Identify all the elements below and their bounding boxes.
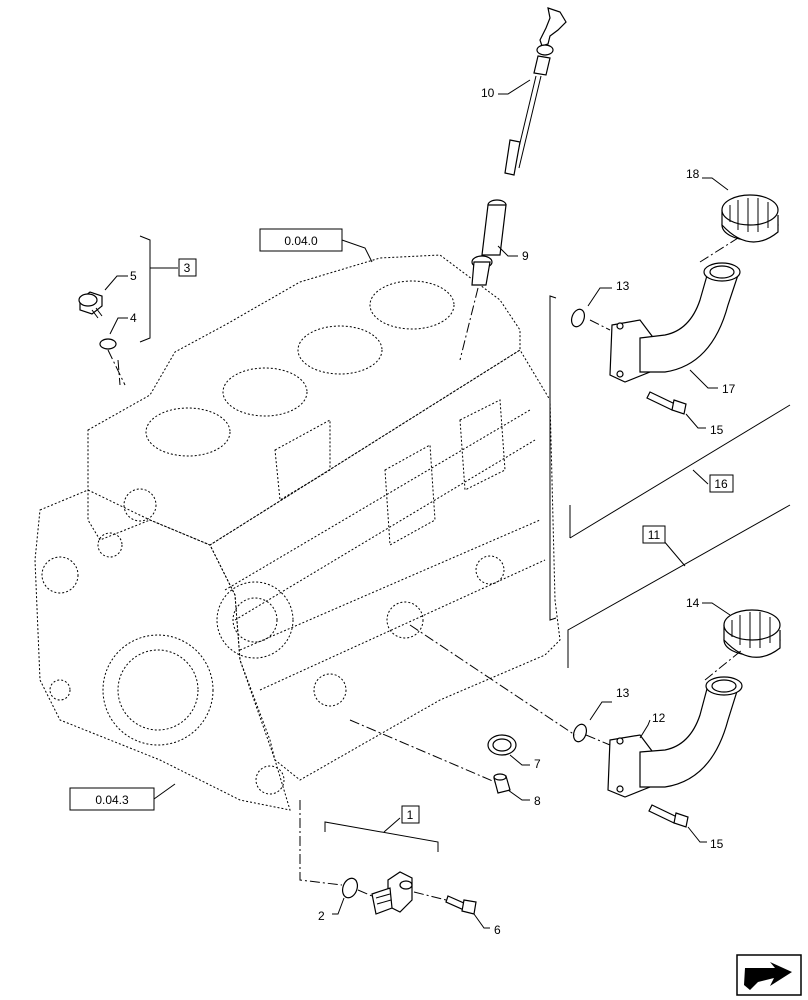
callout-11-box[interactable] <box>642 525 666 544</box>
svg-text:13: 13 <box>616 279 630 293</box>
svg-text:13: 13 <box>616 686 630 700</box>
callout-16-box[interactable] <box>709 474 734 493</box>
filler-cap-part-14[interactable]: 14 <box>686 596 781 658</box>
callout-3-box[interactable] <box>178 258 197 277</box>
group-3: 3 <box>139 235 197 343</box>
dipstick-part-10[interactable]: 10 <box>481 7 567 176</box>
svg-text:15: 15 <box>710 837 724 851</box>
svg-text:0.04.3: 0.04.3 <box>95 793 129 807</box>
svg-text:8: 8 <box>534 794 541 808</box>
ref-box-block-bottom[interactable]: 0.04.3 <box>69 783 176 811</box>
svg-text:4: 4 <box>130 311 137 325</box>
svg-text:1: 1 <box>407 808 414 822</box>
filler-cap-part-18[interactable]: 18 <box>686 167 779 243</box>
seal-part-7[interactable]: 7 <box>487 734 541 771</box>
svg-text:6: 6 <box>494 923 501 937</box>
o-ring-part-2[interactable]: 2 <box>318 876 360 923</box>
ref-box-block-top[interactable]: 0.04.0 <box>259 228 373 263</box>
callout-1-box[interactable] <box>401 805 420 824</box>
svg-text:3: 3 <box>184 261 191 275</box>
svg-text:2: 2 <box>318 909 325 923</box>
svg-text:12: 12 <box>652 711 666 725</box>
o-ring-part-13-upper[interactable]: 13 <box>569 279 630 329</box>
filler-neck-part-17[interactable]: 17 <box>609 262 741 396</box>
svg-text:18: 18 <box>686 167 700 181</box>
svg-text:14: 14 <box>686 596 700 610</box>
svg-text:10: 10 <box>481 86 495 100</box>
svg-text:5: 5 <box>130 269 137 283</box>
svg-text:9: 9 <box>522 249 529 263</box>
svg-text:16: 16 <box>714 477 728 491</box>
bolt-part-6[interactable]: 6 <box>445 895 501 937</box>
plug-part-8[interactable]: 8 <box>493 773 541 808</box>
svg-text:7: 7 <box>534 757 541 771</box>
bolt-part-15-lower[interactable]: 15 <box>648 804 724 851</box>
group-1: 1 <box>324 805 439 852</box>
svg-text:0.04.0: 0.04.0 <box>284 234 318 248</box>
drain-plug-part[interactable] <box>371 871 413 915</box>
plug-part-5[interactable]: 5 <box>78 269 137 319</box>
bolt-part-15-upper[interactable]: 15 <box>646 391 724 437</box>
o-ring-part-4[interactable]: 4 <box>99 311 137 350</box>
return-arrow-icon[interactable] <box>736 954 802 996</box>
svg-text:15: 15 <box>710 423 724 437</box>
engine-block <box>34 254 561 811</box>
group-16: 16 <box>549 295 791 621</box>
filler-neck-part-12[interactable]: 12 <box>607 676 743 798</box>
o-ring-part-13-lower[interactable]: 13 <box>571 686 630 744</box>
group-11: 11 <box>567 504 791 668</box>
svg-text:11: 11 <box>648 528 661 542</box>
dipstick-tube-part-9[interactable]: 9 <box>471 199 529 286</box>
svg-text:17: 17 <box>722 382 736 396</box>
